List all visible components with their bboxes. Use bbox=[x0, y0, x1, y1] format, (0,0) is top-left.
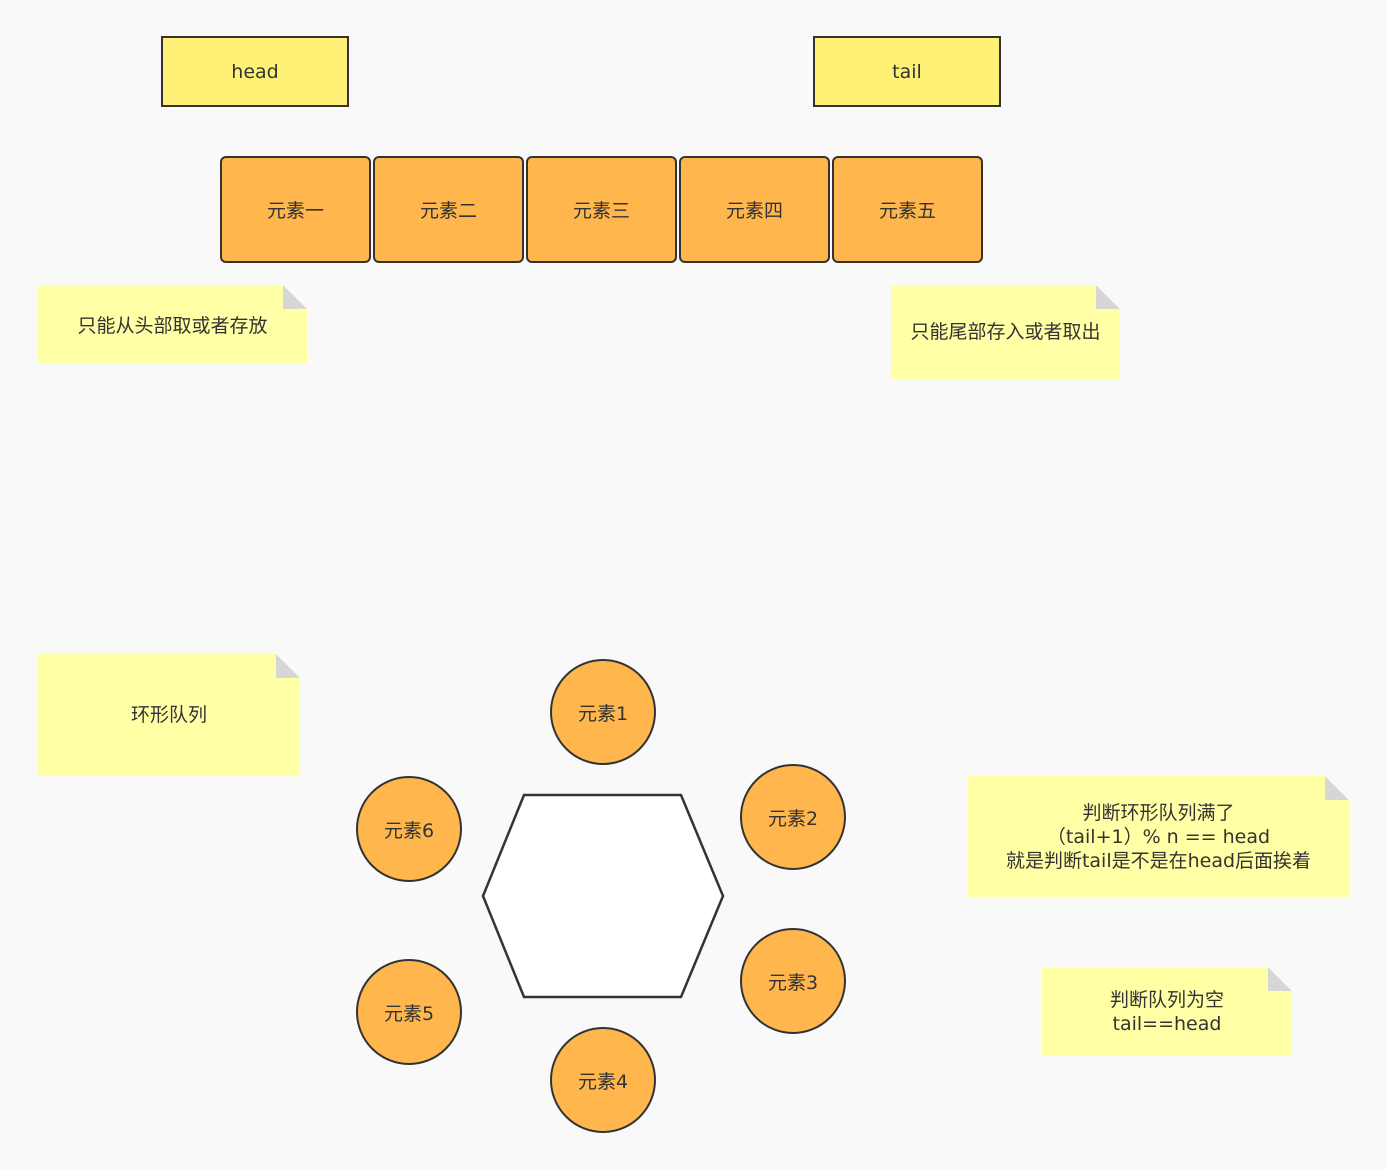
ring-node-3: 元素3 bbox=[740, 928, 846, 1034]
ring-node-5: 元素5 bbox=[356, 959, 462, 1065]
ring-node-label: 元素1 bbox=[577, 702, 629, 725]
queue-cell-label: 元素五 bbox=[878, 200, 936, 222]
tail-pointer-box: tail bbox=[813, 36, 1001, 107]
queue-cell-3: 元素三 bbox=[526, 156, 677, 263]
ring-center-hexagon bbox=[481, 793, 725, 999]
ring-node-label: 元素2 bbox=[767, 807, 819, 830]
note-text-line: 判断环形队列满了 bbox=[1082, 801, 1235, 824]
queue-cell-label: 元素二 bbox=[419, 200, 477, 222]
note-head-rule: 只能从头部取或者存放 bbox=[38, 285, 307, 364]
note-empty-check: 判断队列为空 tail==head bbox=[1042, 967, 1292, 1056]
note-text: 只能从头部取或者存放 bbox=[77, 315, 268, 337]
note-text-line: （tail+1）% n == head bbox=[1046, 825, 1271, 848]
ring-node-1: 元素1 bbox=[550, 659, 656, 765]
ring-node-label: 元素3 bbox=[767, 971, 819, 994]
note-text-line: 就是判断tail是不是在head后面挨着 bbox=[1005, 849, 1312, 872]
note-fold-icon bbox=[1325, 776, 1349, 800]
head-pointer-box: head bbox=[161, 36, 349, 107]
ring-node-4: 元素4 bbox=[550, 1027, 656, 1133]
head-pointer-label: head bbox=[231, 60, 279, 83]
queue-cell-label: 元素三 bbox=[572, 200, 630, 222]
queue-cell-2: 元素二 bbox=[373, 156, 524, 263]
ring-node-label: 元素6 bbox=[383, 819, 435, 842]
queue-cell-label: 元素四 bbox=[725, 200, 783, 222]
note-circular-title: 环形队列 bbox=[38, 654, 300, 776]
queue-cell-label: 元素一 bbox=[266, 200, 324, 222]
queue-cell-1: 元素一 bbox=[220, 156, 371, 263]
note-fold-icon bbox=[283, 285, 307, 309]
note-text: 环形队列 bbox=[130, 704, 207, 726]
note-text-line: 判断队列为空 bbox=[1109, 988, 1224, 1011]
queue-cell-4: 元素四 bbox=[679, 156, 830, 263]
note-text-line: tail==head bbox=[1112, 1012, 1222, 1035]
note-text: 只能尾部存入或者取出 bbox=[910, 321, 1101, 343]
note-tail-rule: 只能尾部存入或者取出 bbox=[891, 285, 1120, 379]
tail-pointer-label: tail bbox=[892, 60, 922, 83]
note-fold-icon bbox=[1268, 967, 1292, 991]
ring-node-2: 元素2 bbox=[740, 764, 846, 870]
ring-node-label: 元素4 bbox=[577, 1070, 629, 1093]
note-text-block: 判断环形队列满了 （tail+1）% n == head 就是判断tail是不是… bbox=[1006, 801, 1311, 873]
queue-cell-5: 元素五 bbox=[832, 156, 983, 263]
note-full-check: 判断环形队列满了 （tail+1）% n == head 就是判断tail是不是… bbox=[968, 776, 1349, 897]
note-fold-icon bbox=[276, 654, 300, 678]
note-fold-icon bbox=[1096, 285, 1120, 309]
ring-node-6: 元素6 bbox=[356, 776, 462, 882]
note-text-block: 判断队列为空 tail==head bbox=[1110, 988, 1224, 1036]
ring-node-label: 元素5 bbox=[383, 1002, 435, 1025]
